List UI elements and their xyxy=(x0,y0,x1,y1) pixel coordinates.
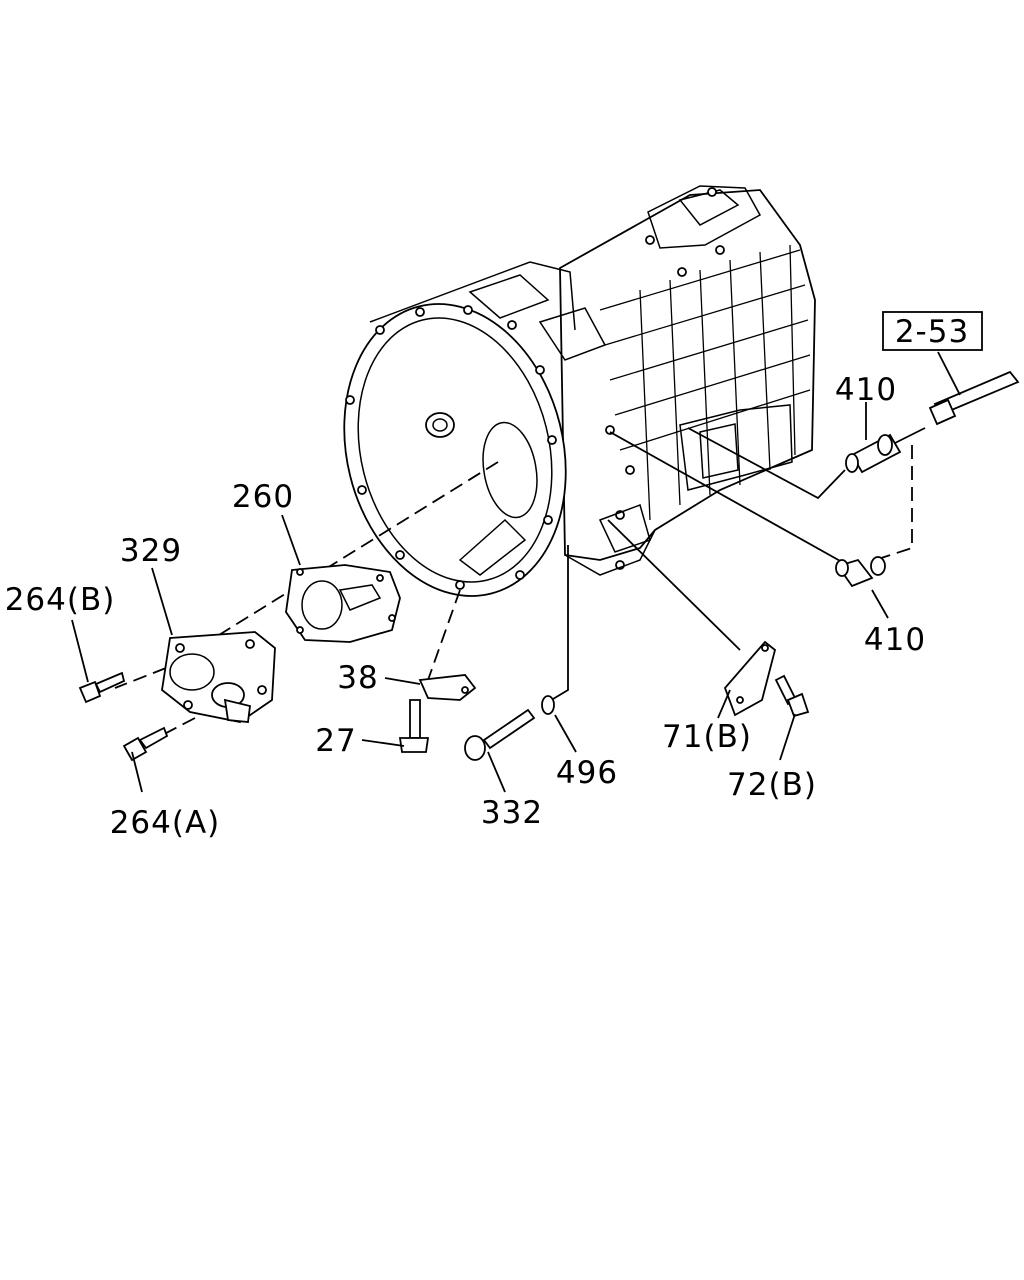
callout-71b: 71(B) xyxy=(662,719,752,755)
part-27-bolt xyxy=(398,699,430,753)
part-72b-bolt xyxy=(774,674,810,718)
callout-38: 38 xyxy=(337,660,378,696)
part-332-plug xyxy=(464,708,536,761)
part-329-housing xyxy=(161,631,276,723)
assembly-lines xyxy=(114,427,913,745)
callout-ref-2-53: 2-53 xyxy=(895,314,969,350)
part-264a-bolt xyxy=(122,726,169,762)
callout-260: 260 xyxy=(232,479,294,515)
part-71b-cover xyxy=(723,640,777,717)
callout-329: 329 xyxy=(120,533,182,569)
callout-264a: 264(A) xyxy=(110,805,221,841)
callout-410-top: 410 xyxy=(835,372,897,408)
callout-72b: 72(B) xyxy=(727,767,817,803)
part-496-oring xyxy=(541,695,555,715)
callout-410-bottom: 410 xyxy=(864,622,926,658)
part-260-gasket xyxy=(285,564,401,643)
transmission-case xyxy=(343,185,816,597)
leader-lines xyxy=(71,351,961,793)
speedometer-cable xyxy=(928,370,1020,426)
part-38-plate xyxy=(418,674,477,701)
part-410-top xyxy=(845,427,926,474)
part-410-bottom xyxy=(835,556,886,588)
callout-27: 27 xyxy=(315,723,356,759)
callout-264b: 264(B) xyxy=(5,582,116,618)
part-264b-bolt xyxy=(78,671,126,704)
ref-2-53-box xyxy=(882,311,983,351)
callout-332: 332 xyxy=(481,795,543,831)
callout-496: 496 xyxy=(556,755,618,791)
